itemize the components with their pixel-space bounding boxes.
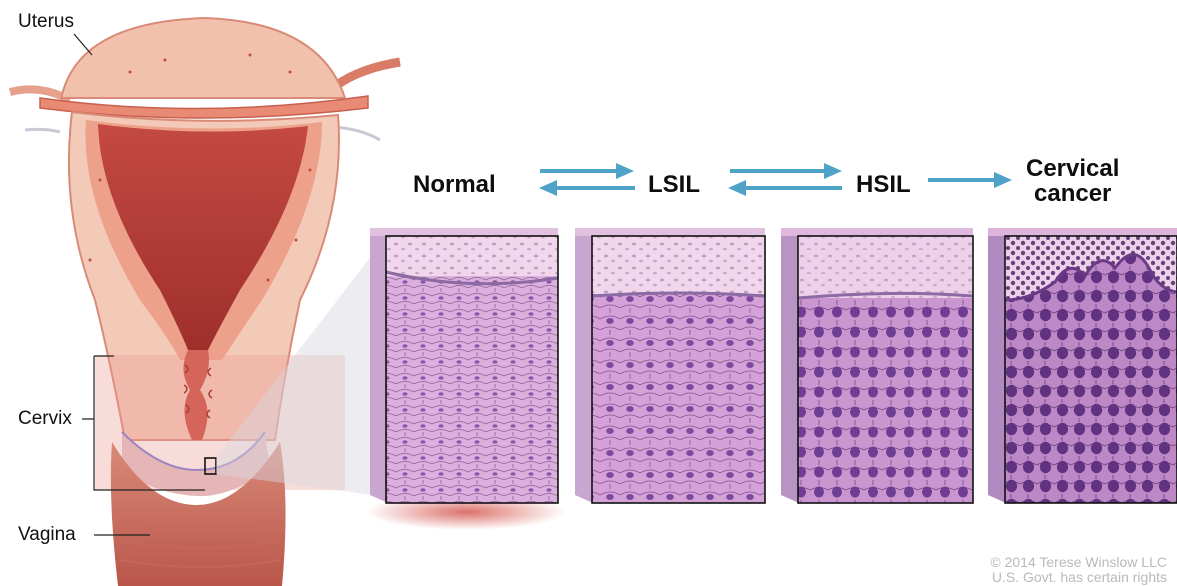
stage-label-hsil: HSIL bbox=[856, 172, 911, 197]
stage-label-normal-text: Normal bbox=[413, 171, 496, 198]
stage-label-lsil-text: LSIL bbox=[648, 171, 700, 198]
stage-label-cervical-text: Cervical bbox=[1026, 156, 1119, 181]
stage-label-cervical-cancer: Cervical cancer bbox=[1026, 156, 1119, 206]
credit-line-1: © 2014 Terese Winslow LLC bbox=[990, 555, 1167, 570]
vagina-label: Vagina bbox=[18, 525, 76, 544]
panel-hsil bbox=[781, 228, 973, 503]
stage-label-cancer-text: cancer bbox=[1026, 181, 1119, 206]
cervix-label: Cervix bbox=[18, 409, 72, 428]
credit-line-2: U.S. Govt. has certain rights bbox=[990, 570, 1167, 585]
panel-normal bbox=[366, 228, 566, 530]
stage-label-hsil-text: HSIL bbox=[856, 171, 911, 198]
panel-lsil bbox=[575, 228, 765, 503]
stage-label-lsil: LSIL bbox=[648, 172, 700, 197]
stage-label-normal: Normal bbox=[413, 172, 496, 197]
copyright-credit: © 2014 Terese Winslow LLC U.S. Govt. has… bbox=[990, 555, 1167, 584]
progression-arrows bbox=[539, 163, 1012, 196]
uterus-label: Uterus bbox=[18, 12, 74, 31]
uterus-fundus bbox=[62, 18, 345, 98]
panel-cervical-cancer bbox=[988, 228, 1177, 503]
